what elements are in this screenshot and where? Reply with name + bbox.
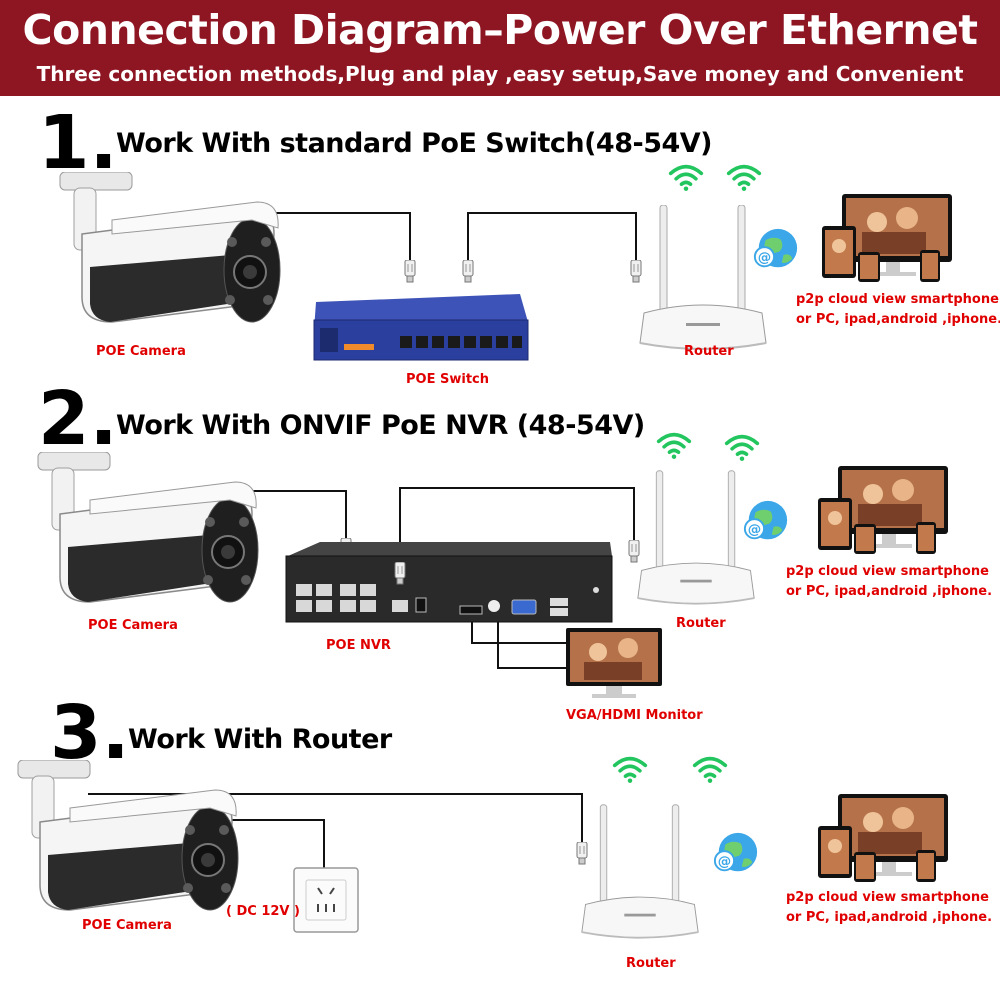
wifi-icon — [692, 756, 728, 784]
wifi-icon — [656, 432, 692, 460]
cloud-globe-icon — [743, 499, 789, 541]
poe-camera-1 — [59, 172, 281, 323]
devices-icon — [822, 194, 952, 282]
section-3-graphics — [17, 756, 948, 939]
router-label: Router — [684, 344, 734, 359]
power-label: ( DC 12V ) — [226, 904, 300, 919]
page-subtitle: Three connection methods,Plug and play ,… — [36, 62, 964, 86]
devices-icon — [818, 466, 948, 554]
cloud-label-line2: or PC, ipad,android ,iphone. — [786, 584, 993, 599]
monitor-label: VGA/HDMI Monitor — [566, 708, 703, 723]
camera-label: POE Camera — [88, 618, 178, 633]
wifi-icon — [724, 434, 760, 462]
step-1-title: Work With standard PoE Switch(48-54V) — [116, 128, 713, 159]
camera-label: POE Camera — [96, 344, 186, 359]
router-2 — [636, 470, 756, 605]
wifi-icon — [612, 756, 648, 784]
camera-label: POE Camera — [82, 918, 172, 933]
poe-switch — [313, 294, 529, 361]
cloud-label-line2: or PC, ipad,android ,iphone. — [786, 910, 993, 925]
section-1-graphics — [59, 164, 952, 361]
cloud-label-line2: or PC, ipad,android ,iphone. — [796, 312, 1000, 327]
router-label: Router — [676, 616, 726, 631]
step-2-title: Work With ONVIF PoE NVR (48-54V) — [116, 410, 645, 441]
step-1-number: 1. — [38, 100, 118, 186]
router-3 — [580, 803, 700, 939]
step-3-title: Work With Router — [128, 724, 392, 755]
camera-to-switch-cable — [222, 212, 411, 268]
header-banner: Connection Diagram–Power Over Ethernet T… — [0, 0, 1000, 96]
devices-icon — [818, 794, 948, 882]
cloud-label-line1: p2p cloud view smartphone — [786, 890, 989, 905]
section-2-graphics — [37, 432, 948, 698]
wifi-icon — [726, 164, 762, 192]
wifi-icon — [668, 164, 704, 192]
step-2-number: 2. — [38, 376, 118, 462]
nvr-label: POE NVR — [326, 638, 391, 653]
poe-nvr — [285, 542, 613, 623]
wall-socket — [293, 867, 359, 933]
cloud-label-line1: p2p cloud view smartphone — [796, 292, 999, 307]
poe-camera-3 — [17, 760, 239, 911]
cloud-globe-icon — [753, 227, 799, 269]
router-1 — [639, 205, 767, 350]
step-3-number: 3. — [50, 690, 130, 776]
cloud-label-line1: p2p cloud view smartphone — [786, 564, 989, 579]
page-title: Connection Diagram–Power Over Ethernet — [22, 6, 978, 54]
switch-to-router-cable — [467, 212, 637, 268]
monitor — [566, 628, 662, 698]
switch-label: POE Switch — [406, 372, 489, 387]
poe-camera-2 — [37, 452, 259, 603]
cloud-globe-icon — [713, 831, 759, 873]
router-label: Router — [626, 956, 676, 971]
